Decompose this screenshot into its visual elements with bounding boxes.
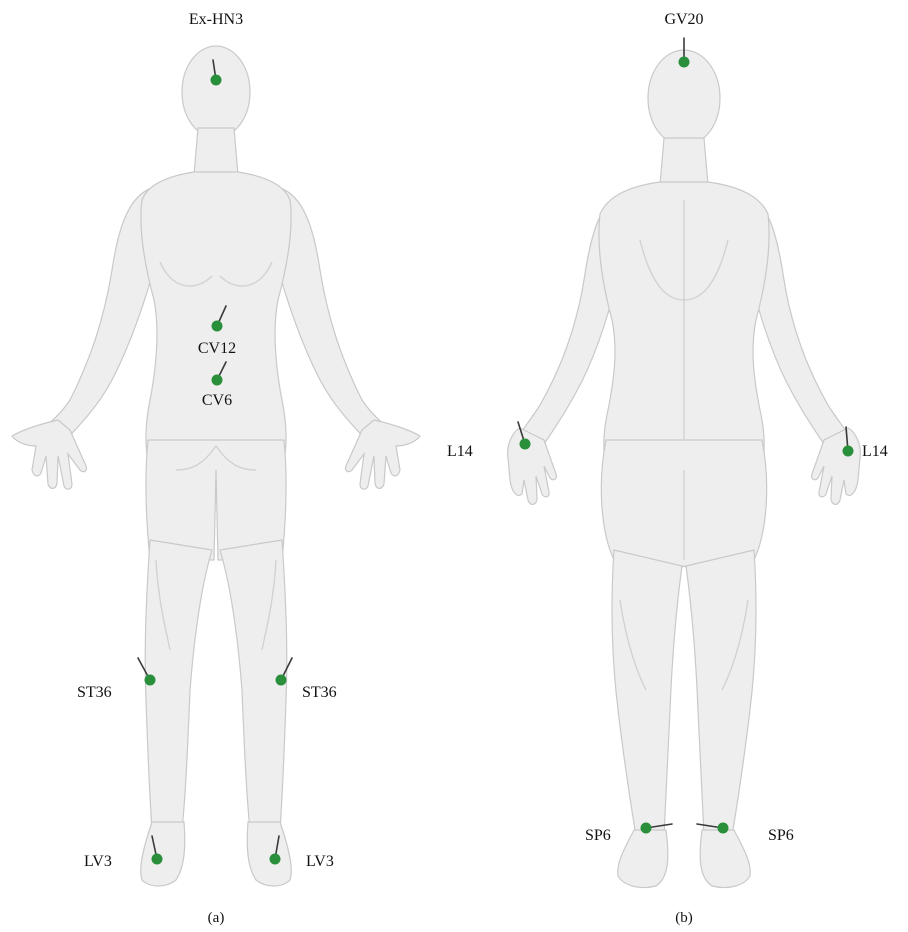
label-st36-left: ST36	[302, 684, 337, 701]
acupoint-cv12	[212, 321, 223, 332]
caption-panel-a: (a)	[208, 910, 225, 926]
acupoint-gv20	[679, 57, 690, 68]
label-li4-right: L14	[862, 443, 888, 460]
acupoint-cv6	[212, 375, 223, 386]
label-lv3-right: LV3	[84, 853, 112, 870]
label-st36-right: ST36	[77, 684, 112, 701]
acupoint-li4-left	[520, 439, 531, 450]
label-gv20: GV20	[664, 11, 703, 28]
caption-panel-b: (b)	[675, 910, 693, 926]
acupoint-st36-right	[145, 675, 156, 686]
label-ex-hn3: Ex-HN3	[189, 11, 243, 28]
back-body-figure	[508, 50, 861, 888]
acupoint-sp6-right	[718, 823, 729, 834]
label-cv12: CV12	[198, 340, 236, 357]
label-cv6: CV6	[202, 392, 232, 409]
acupoint-li4-right	[843, 446, 854, 457]
front-body-figure	[12, 46, 420, 886]
acupoint-exhn3	[211, 75, 222, 86]
acupoint-st36-left	[276, 675, 287, 686]
label-lv3-left: LV3	[306, 853, 334, 870]
label-li4-left: L14	[447, 443, 473, 460]
acupoint-lv3-left	[270, 854, 281, 865]
acupoint-lv3-right	[152, 854, 163, 865]
acupoint-sp6-left	[641, 823, 652, 834]
label-sp6-left: SP6	[585, 827, 611, 844]
label-sp6-right: SP6	[768, 827, 794, 844]
